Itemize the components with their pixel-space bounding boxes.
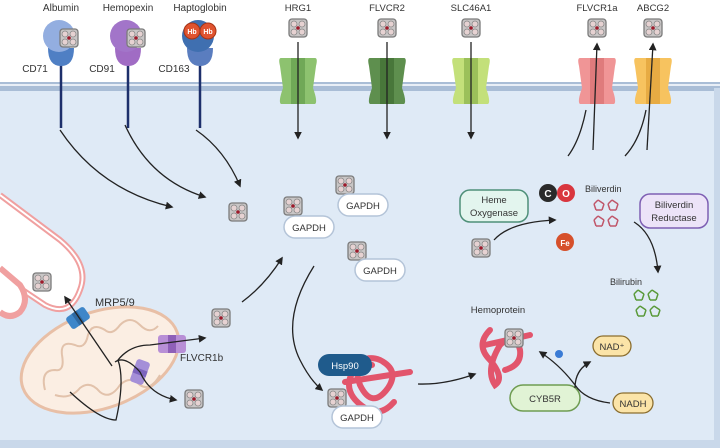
mrp5-9-label: MRP5/9	[95, 297, 135, 309]
bilirubin-molecule	[633, 289, 661, 317]
heme-substrate	[471, 238, 491, 258]
biliverdin-molecule	[593, 199, 619, 227]
receptor-label: CD91	[89, 64, 115, 75]
heme	[461, 18, 481, 38]
receptor-label: CD163	[158, 64, 190, 75]
nad-plus-label: NAD⁺	[599, 342, 624, 353]
ligand-label: Haptoglobin	[173, 3, 226, 14]
exporter-flvcr1a: FLVCR1a	[576, 3, 618, 151]
heme-to-gapdh-arrow	[241, 256, 283, 303]
hsp90-pill	[318, 354, 372, 376]
iron	[556, 233, 574, 251]
exporter-feed-arrow-1	[567, 109, 587, 157]
hsp90-to-hemoprotein-arrow	[417, 372, 477, 385]
gapdh-label: GAPDH	[292, 223, 326, 234]
gapdh-label: GAPDH	[340, 413, 374, 424]
importer-hrg1: HRG1	[279, 3, 317, 140]
endoplasmic-reticulum	[0, 192, 86, 319]
mitochondrion	[19, 305, 181, 415]
heme-oxygenase-line1: Heme	[481, 195, 506, 206]
mito-export-arrow-er	[64, 295, 113, 367]
heme-bound	[59, 28, 79, 48]
transporter-label: SLC46A1	[451, 3, 492, 14]
hsp90-complex: Hsp90 GAPDH	[318, 354, 413, 429]
transporter-label: FLVCR2	[369, 3, 405, 14]
gapdh-complex-3: GAPDH	[347, 241, 406, 282]
biliverdin-reductase-line1: Biliverdin	[655, 200, 694, 211]
importer-slc46a1: SLC46A1	[451, 3, 492, 140]
nad-plus-pill	[592, 335, 632, 357]
flvcr1b-label: FLVCR1b	[180, 353, 224, 364]
flvcr1b-transporter	[158, 335, 186, 353]
co-carbon-label: C	[544, 189, 551, 200]
hemoprotein-label: Hemoprotein	[471, 305, 525, 316]
svg-text:Hb: Hb	[187, 29, 196, 36]
transporter-label: HRG1	[285, 3, 311, 14]
gapdh-label: GAPDH	[346, 201, 380, 212]
iron-label: Fe	[560, 239, 570, 248]
biliverdin-label: Biliverdin	[585, 184, 622, 194]
biliverdin-reductase-line2: Reductase	[651, 213, 696, 224]
gapdh-to-hsp90-arrow	[291, 265, 324, 391]
heme-oxygenase-line2: Oxygenase	[470, 208, 518, 219]
bottom-membrane	[0, 440, 720, 448]
ligand-label: Albumin	[43, 3, 79, 14]
heme-cytosol	[228, 202, 248, 222]
heme-bound	[126, 28, 146, 48]
nadh-pill	[612, 392, 654, 414]
heme-cytosol-mito1	[211, 308, 231, 328]
hsp90-label: Hsp90	[331, 361, 358, 372]
transporter-label: ABCG2	[637, 3, 669, 14]
biliverdin-reductase-pill	[639, 193, 709, 229]
importer-flvcr2: FLVCR2	[368, 3, 406, 140]
mito-export-arrow-cytosol2	[114, 359, 178, 403]
heme	[643, 18, 663, 38]
exporter-feed-arrow-2	[624, 109, 647, 157]
gapdh-label: GAPDH	[363, 266, 397, 277]
heme-cytosol-mito2	[184, 389, 204, 409]
co-oxygen-label: O	[562, 189, 570, 200]
heme-er	[32, 272, 52, 292]
heme-oxygenase-pill	[459, 189, 529, 223]
heme-oxygenase-arrow	[493, 216, 557, 241]
nadh-to-nadplus-arrow	[574, 361, 592, 389]
heme	[587, 18, 607, 38]
biliverdin-reductase-arrow	[633, 221, 662, 274]
endocytosis-arrow-3	[195, 129, 242, 188]
heme	[288, 18, 308, 38]
electron	[555, 350, 563, 358]
co-oxygen	[557, 184, 575, 202]
endocytosis-arrow-2	[124, 124, 207, 199]
svg-text:Hb: Hb	[203, 29, 212, 36]
exporter-abcg2: ABCG2	[634, 3, 672, 151]
transporter-label: FLVCR1a	[576, 3, 618, 14]
heme	[377, 18, 397, 38]
bilirubin-label: Bilirubin	[610, 277, 642, 287]
hemoprotein	[479, 327, 533, 390]
plasma-membrane	[0, 82, 720, 91]
ligand-label: Hemopexin	[103, 3, 154, 14]
gapdh-complex-2: GAPDH	[335, 175, 389, 217]
receptor-label: CD71	[22, 64, 48, 75]
cyb5r-pill	[509, 384, 581, 412]
nadh-label: NADH	[620, 399, 647, 410]
hemoglobin	[199, 22, 217, 40]
gapdh-complex-1: GAPDH	[283, 196, 335, 239]
endocytosis-arrow-1	[59, 129, 174, 210]
mito-export-arrow-cytosol	[69, 334, 207, 421]
cyb5r-label: CYB5R	[529, 394, 561, 405]
co-carbon	[539, 184, 557, 202]
